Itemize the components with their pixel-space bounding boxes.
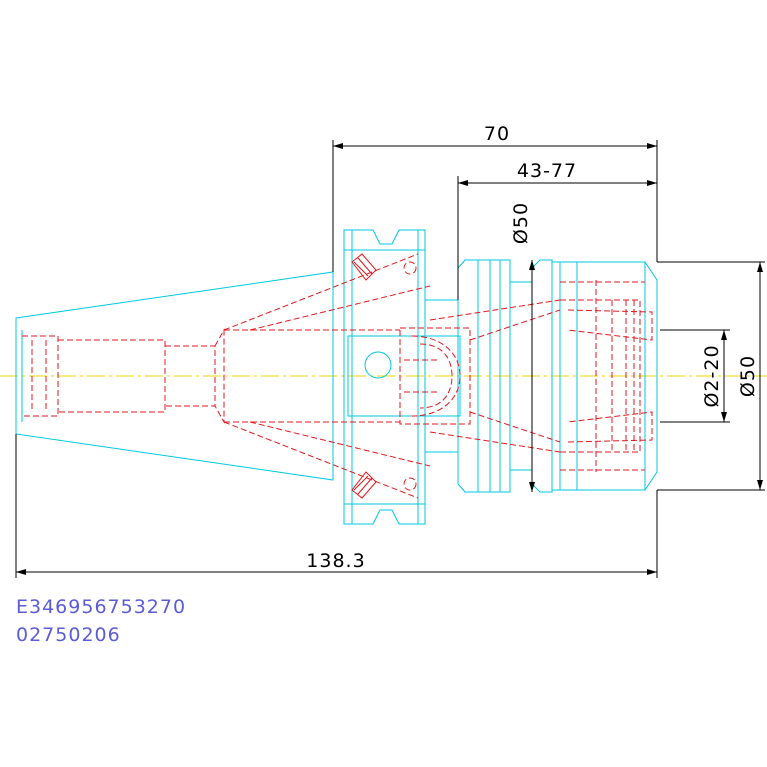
dimension-lines — [15, 140, 765, 578]
part-code-line2: 02750206 — [16, 624, 121, 646]
dim-right-diameter: Ø50 — [737, 355, 759, 397]
part-code-line1: E346956753270 — [16, 596, 186, 618]
dim-bore-range: Ø2-20 — [701, 344, 723, 407]
dim-range-length: 43-77 — [517, 160, 577, 182]
dim-top-length: 70 — [484, 123, 510, 145]
tool-outline — [15, 229, 658, 525]
hidden-lines — [22, 253, 653, 499]
dim-left-diameter: Ø50 — [510, 202, 532, 244]
dim-overall-length: 138.3 — [306, 550, 365, 572]
